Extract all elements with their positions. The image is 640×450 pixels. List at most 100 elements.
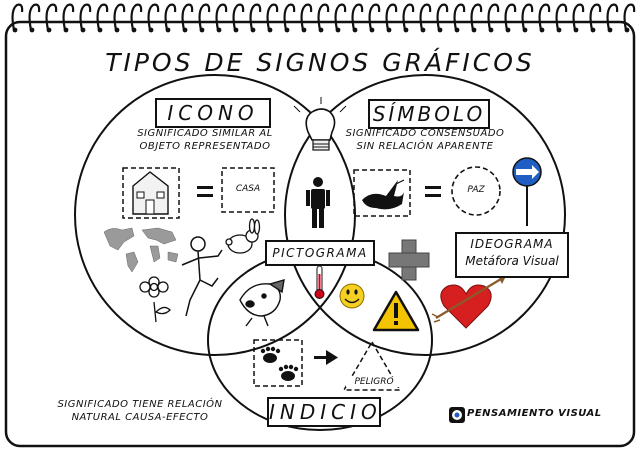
simbolo-description: SIGNIFICADO CONSENSUADO SIN RELACIÓN APA…	[340, 127, 510, 153]
spiral-ring	[130, 3, 143, 31]
spiral-hole	[505, 27, 511, 33]
paz-text: PAZ	[467, 185, 485, 195]
plus-icon	[388, 239, 430, 281]
spiral-ring	[623, 3, 636, 31]
spiral-ring	[317, 3, 330, 31]
spiral-hole	[267, 27, 273, 33]
spiral-hole	[216, 27, 222, 33]
spiral-hole	[607, 27, 613, 33]
spiral-ring	[62, 3, 75, 31]
spiral-hole	[63, 27, 69, 33]
casa-text: CASA	[235, 184, 261, 194]
icono-description-line1: SIGNIFICADO SIMILAR AL	[137, 128, 273, 139]
spiral-ring	[164, 3, 177, 31]
spiral-ring	[79, 3, 92, 31]
heart-arrow-icon	[431, 275, 507, 329]
spiral-hole	[114, 27, 120, 33]
spiral-hole	[539, 27, 545, 33]
spiral-hole	[148, 27, 154, 33]
rabbit-icon	[225, 218, 261, 254]
spiral-hole	[165, 27, 171, 33]
dove-icon	[353, 169, 411, 217]
simbolo-description-line1: SIGNIFICADO CONSENSUADO	[345, 128, 505, 139]
spiral-ring	[300, 3, 313, 31]
spiral-ring	[470, 3, 483, 31]
spiral-ring	[555, 3, 568, 31]
spiral-hole	[131, 27, 137, 33]
spiral-ring	[96, 3, 109, 31]
spiral-ring	[28, 3, 41, 31]
spiral-hole	[46, 27, 52, 33]
warning-icon	[372, 290, 420, 332]
ideograma-subtitle: Metáfora Visual	[465, 254, 559, 268]
spiral-binding	[11, 3, 636, 33]
spiral-ring	[45, 3, 58, 31]
ideograma-label: IDEOGRAMA Metáfora Visual	[455, 232, 569, 278]
spiral-hole	[471, 27, 477, 33]
peligro-triangle	[342, 340, 402, 391]
spiral-hole	[318, 27, 324, 33]
spiral-hole	[522, 27, 528, 33]
spiral-ring	[334, 3, 347, 31]
stick-figure-icon	[181, 236, 223, 317]
flower-icon	[139, 276, 171, 323]
arrow-icon	[314, 350, 338, 365]
thermometer-icon	[314, 265, 325, 299]
spiral-hole	[556, 27, 562, 33]
spiral-ring	[283, 3, 296, 31]
spiral-hole	[182, 27, 188, 33]
spiral-ring	[606, 3, 619, 31]
spiral-ring	[453, 3, 466, 31]
spiral-ring	[504, 3, 517, 31]
brand-text: PENSAMIENTO VISUAL	[467, 408, 602, 419]
spiral-hole	[29, 27, 35, 33]
spiral-hole	[199, 27, 205, 33]
spiral-ring	[249, 3, 262, 31]
spiral-hole	[301, 27, 307, 33]
pictograma-label: PICTOGRAMA	[265, 240, 375, 266]
spiral-ring	[572, 3, 585, 31]
icono-circle	[74, 74, 356, 356]
simbolo-description-line2: SIN RELACIÓN APARENTE	[356, 141, 494, 152]
smiley-icon	[339, 283, 365, 309]
spiral-hole	[437, 27, 443, 33]
spiral-hole	[97, 27, 103, 33]
spiral-ring	[232, 3, 245, 31]
icono-description-line2: OBJETO REPRESENTADO	[139, 141, 271, 152]
spiral-hole	[250, 27, 256, 33]
spiral-ring	[351, 3, 364, 31]
spiral-hole	[488, 27, 494, 33]
spiral-ring	[589, 3, 602, 31]
simbolo-circle	[284, 74, 566, 356]
indicio-label: INDICIO	[267, 397, 381, 427]
spiral-hole	[573, 27, 579, 33]
one-way-sign-icon	[512, 157, 542, 226]
brand-logo-icon	[449, 407, 465, 423]
dog-icon	[239, 279, 285, 327]
person-icon	[306, 177, 330, 228]
spiral-hole	[369, 27, 375, 33]
icono-label: ICONO	[155, 98, 271, 128]
indicio-description-line2: NATURAL CAUSA-EFECTO	[71, 412, 209, 423]
paw-prints-icon	[253, 339, 303, 387]
spiral-hole	[12, 27, 18, 33]
spiral-hole	[624, 27, 630, 33]
ideograma-title: IDEOGRAMA	[470, 237, 554, 251]
simbolo-label: SÍMBOLO	[368, 99, 490, 129]
spiral-hole	[284, 27, 290, 33]
peligro-text: PELIGRO	[346, 377, 402, 387]
spiral-ring	[198, 3, 211, 31]
spiral-hole	[420, 27, 426, 33]
world-map-icon	[103, 227, 179, 273]
spiral-ring	[402, 3, 415, 31]
spiral-ring	[521, 3, 534, 31]
spiral-ring	[215, 3, 228, 31]
indicio-description: SIGNIFICADO TIENE RELACIÓN NATURAL CAUSA…	[40, 398, 240, 424]
spiral-hole	[403, 27, 409, 33]
paz-circle	[451, 166, 501, 216]
spiral-ring	[113, 3, 126, 31]
casa-box	[221, 167, 275, 213]
spiral-ring	[419, 3, 432, 31]
spiral-ring	[181, 3, 194, 31]
